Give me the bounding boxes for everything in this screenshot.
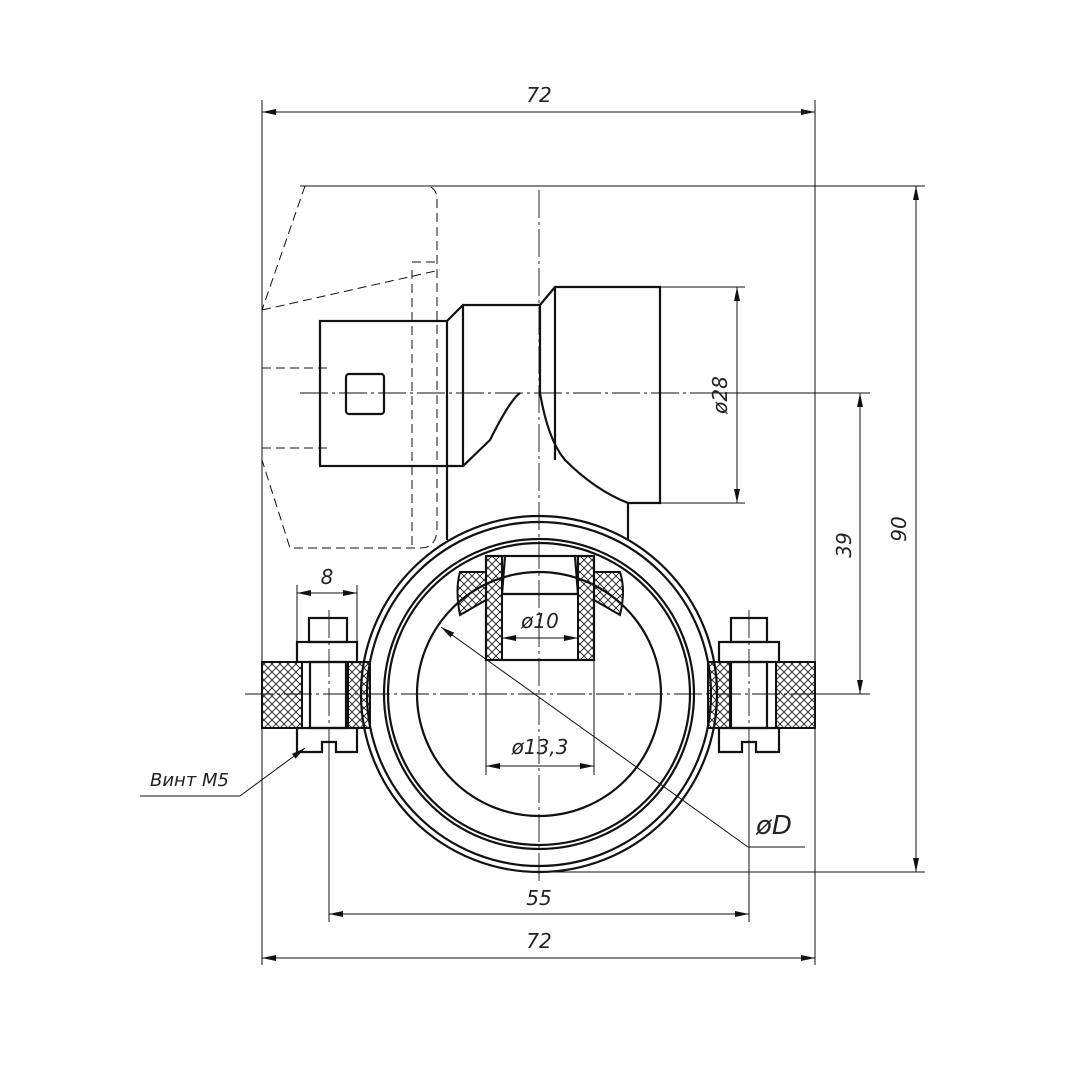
screw-callout-label: Винт M5	[150, 770, 229, 791]
clamp-body	[318, 285, 719, 874]
dim-top-width-label: 72	[526, 83, 551, 107]
phantom-cover	[261, 185, 441, 549]
bolt-right	[717, 616, 781, 754]
dimension-lines	[140, 109, 919, 961]
dim-pipe-diameter-label: øD	[755, 811, 792, 841]
dim-axis-height-label: 39	[832, 532, 856, 557]
dim-branch-diameter-label: ø28	[708, 376, 732, 415]
bolt-left	[295, 616, 359, 754]
dim-height-label: 90	[887, 516, 911, 541]
centerlines	[245, 190, 835, 885]
dim-outlet-diameter-label: ø10	[520, 609, 559, 633]
dim-nut-width-label: 8	[321, 565, 334, 589]
dim-bolt-spacing-label: 55	[526, 886, 551, 910]
dim-bottom-width-label: 72	[526, 929, 551, 953]
hatched-sections	[261, 555, 816, 729]
dim-bore-diameter-label: ø13,3	[511, 735, 569, 759]
